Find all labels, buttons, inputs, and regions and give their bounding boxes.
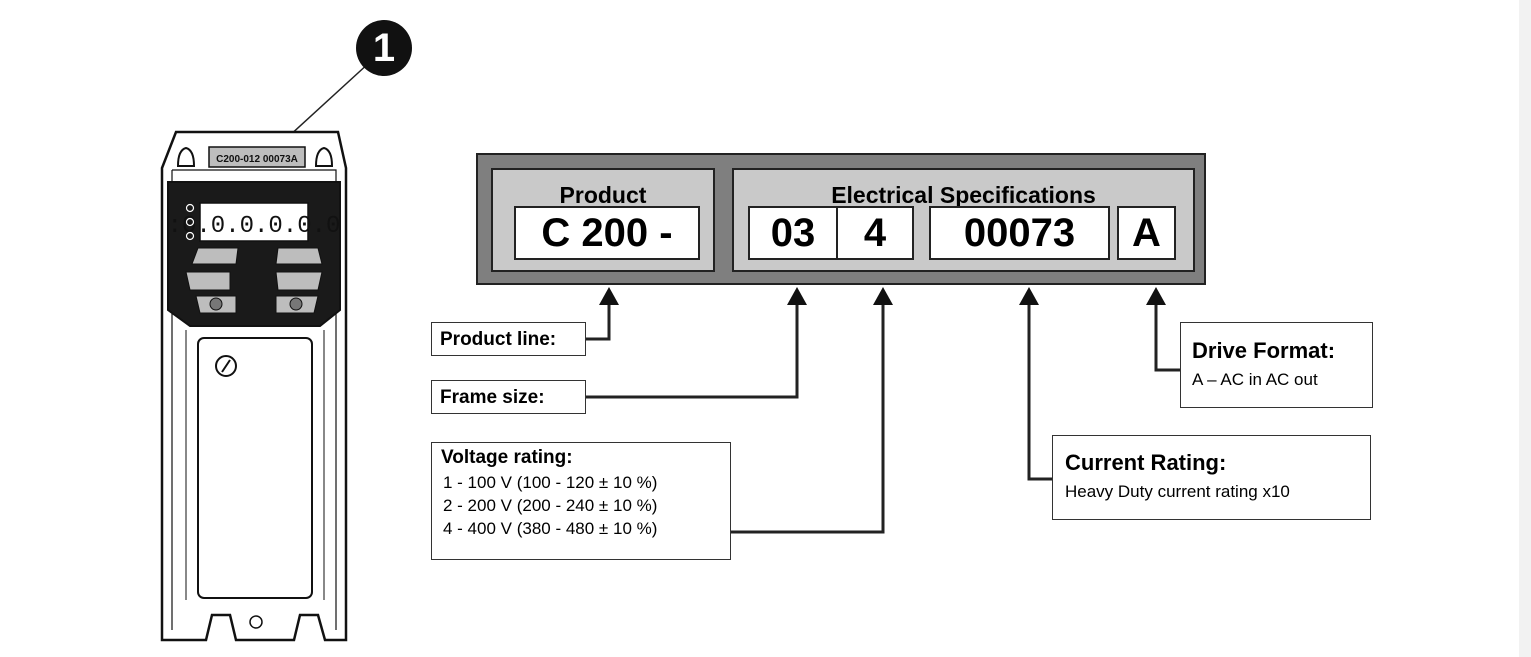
current-rating-heading: Current Rating: bbox=[1065, 450, 1227, 475]
product-line-label: Product line: bbox=[440, 329, 557, 350]
electrical-title: Electrical Specifications bbox=[831, 182, 1096, 208]
product-code: C 200 - bbox=[514, 206, 700, 260]
voltage-rating-line-1: 1 - 100 V (100 - 120 ± 10 %) bbox=[443, 473, 658, 492]
current-rating-line: Heavy Duty current rating x10 bbox=[1065, 482, 1290, 501]
arrow-format-icon bbox=[1146, 287, 1166, 305]
lcd-display bbox=[199, 202, 309, 242]
frame-code: 03 bbox=[748, 206, 838, 260]
nameplate bbox=[208, 146, 306, 168]
callout-marker: 1 bbox=[356, 20, 412, 76]
current-rating-box: Current Rating: Heavy Duty current ratin… bbox=[1052, 435, 1371, 520]
down-key bbox=[185, 271, 231, 291]
arrow-product-icon bbox=[599, 287, 619, 305]
terminal-cover bbox=[197, 337, 313, 599]
drive-format-box: Drive Format: A – AC in AC out bbox=[1180, 322, 1373, 408]
voltage-rating-line-2: 2 - 200 V (200 - 240 ± 10 %) bbox=[443, 496, 658, 515]
frame-size-box: Frame size: bbox=[431, 380, 586, 414]
arrow-voltage-icon bbox=[873, 287, 893, 305]
voltage-rating-heading: Voltage rating: bbox=[441, 447, 573, 468]
voltage-code: 4 bbox=[836, 206, 914, 260]
escape-key bbox=[191, 247, 239, 265]
frame-size-label: Frame size: bbox=[440, 387, 545, 408]
product-title: Product bbox=[559, 182, 647, 208]
enter-key bbox=[275, 247, 323, 265]
format-code: A bbox=[1117, 206, 1176, 260]
product-line-box: Product line: bbox=[431, 322, 586, 356]
voltage-rating-line-3: 4 - 400 V (380 - 480 ± 10 %) bbox=[443, 519, 658, 538]
drive-format-heading: Drive Format: bbox=[1192, 338, 1336, 363]
page-edge bbox=[1519, 0, 1531, 657]
voltage-rating-box: Voltage rating: 1 - 100 V (100 - 120 ± 1… bbox=[431, 442, 731, 560]
mount-hole-left-icon bbox=[176, 146, 196, 167]
drive-format-line: A – AC in AC out bbox=[1192, 370, 1318, 389]
up-key bbox=[275, 271, 323, 291]
arrow-current-icon bbox=[1019, 287, 1039, 305]
mount-hole-right-icon bbox=[314, 146, 334, 167]
arrow-frame-icon bbox=[787, 287, 807, 305]
lcd-readout: :0.0.0.0.0.0 bbox=[168, 213, 341, 240]
nameplate-text: C200-012 00073A bbox=[216, 154, 298, 165]
current-code: 00073 bbox=[929, 206, 1110, 260]
